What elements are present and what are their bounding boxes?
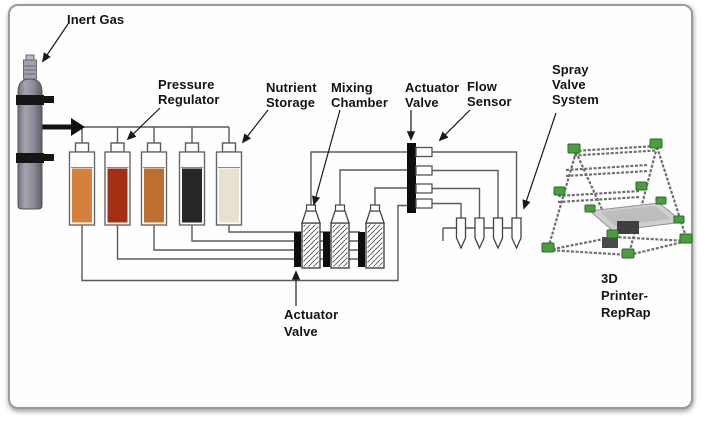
flow-sensor-label: Flow Sensor: [467, 79, 512, 109]
printer-label: 3D Printer- RepRap: [601, 271, 651, 320]
mixing-chamber-3: [358, 204, 385, 269]
spray-valve-2: [474, 217, 485, 250]
mixing-chambers: [294, 204, 385, 269]
spray-valves: [455, 217, 522, 250]
spray-valve-3: [492, 217, 504, 250]
inert-gas-label: Inert Gas: [67, 12, 125, 27]
pressure-regulator-cap-1: [74, 142, 90, 153]
pressure-regulator-arrow: [126, 107, 161, 141]
label-arrows: [41, 23, 557, 306]
flow-sensor-arrow: [438, 109, 471, 142]
actuator-valve-bar-3: [358, 232, 365, 267]
flow-sensor-port-1: [415, 146, 433, 158]
nutrient-storage-arrow: [241, 109, 269, 144]
pressure-regulator-label: Pressure Regulator: [158, 77, 220, 107]
spray-valve-system-label: Spray Valve System: [552, 62, 599, 107]
flow-sensor-port-4: [415, 198, 433, 209]
chamber-output-tubes: [310, 151, 407, 205]
mixing-chamber-label: Mixing Chamber: [331, 80, 389, 110]
gas-manifold: [79, 126, 230, 143]
nutrient-bottle-2: [104, 142, 131, 226]
flow-sensor-port-2: [415, 165, 433, 176]
actuator-valve-2-bar: [407, 143, 416, 213]
printer-corner-brackets: [541, 138, 693, 259]
pressure-regulator-cap-4: [184, 142, 200, 153]
actuator-valve-top-label: Actuator Valve: [405, 80, 460, 110]
actuator-valve-bar-2: [323, 232, 330, 267]
nutrient-bottle-4: [178, 142, 206, 226]
tube-bottle1-bypass: [81, 204, 407, 282]
actuator-valve-bottom-label: Actuator Valve: [284, 307, 339, 339]
pressure-regulator-cap-5: [221, 142, 237, 153]
tube-bottle3: [153, 225, 360, 251]
mixing-chamber-arrow: [312, 109, 341, 206]
nutrient-bottle-1: [68, 142, 96, 226]
spray-valve-arrow: [522, 112, 557, 210]
actuator-valve-bar-1: [294, 232, 301, 267]
inert-gas-arrow: [41, 23, 69, 63]
spray-valve-1: [455, 217, 467, 250]
nutrient-storage-bottles: [68, 142, 243, 226]
printer-extruder: [617, 221, 639, 234]
cylinder-strap-top: [16, 95, 44, 105]
mixing-chamber-1: [294, 204, 321, 269]
gas-cylinder: [16, 54, 54, 210]
flow-sensor-port-3: [415, 183, 433, 194]
actuator-valve-2: [407, 143, 433, 213]
cylinder-strap-bottom: [16, 153, 44, 163]
cylinder-body: [17, 78, 43, 210]
pressure-regulator-cap-2: [110, 142, 125, 153]
spray-feed-tubes: [432, 151, 518, 241]
printer-illustration: [541, 138, 693, 259]
gas-feed-arrow: [42, 118, 85, 136]
mixing-chamber-2: [323, 204, 350, 269]
pressure-regulator-cap-3: [146, 142, 162, 153]
nutrient-bottle-3: [140, 142, 168, 226]
spray-valve-4: [511, 217, 522, 250]
nutrient-storage-label: Nutrient Storage: [266, 80, 317, 110]
nutrient-bottle-5: [215, 142, 243, 226]
tube-bottle2: [116, 225, 360, 260]
